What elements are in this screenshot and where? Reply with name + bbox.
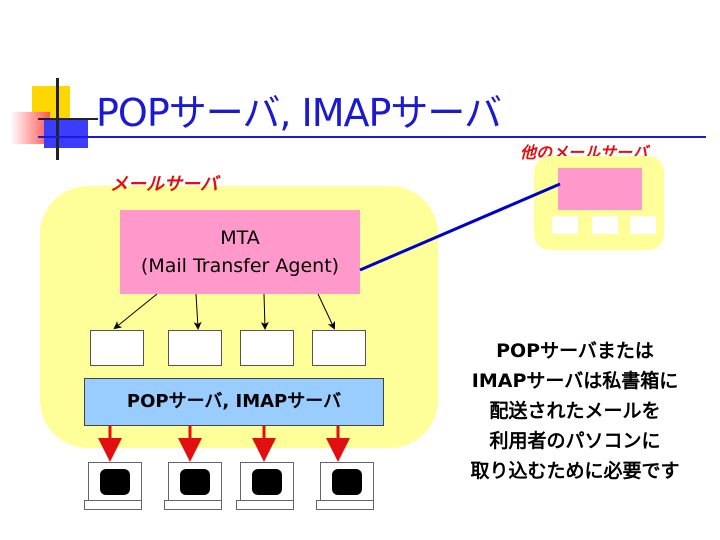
- mta-to-other-server-link: [359, 182, 561, 272]
- description-line: 配送されたメールを: [489, 400, 661, 422]
- mailbox: [168, 330, 222, 366]
- other-server-box: [552, 216, 578, 234]
- mailbox: [312, 330, 366, 366]
- other-server-box: [630, 216, 656, 234]
- mta-to-mailbox-arrow: [260, 293, 269, 330]
- title-underline: [38, 136, 706, 138]
- mta-title: MTA: [220, 227, 260, 249]
- pop-imap-server-box: POPサーバ, IMAPサーバ: [84, 378, 384, 426]
- other-server-box: [592, 216, 618, 234]
- description-line: 利用者のパソコンに: [489, 430, 661, 452]
- other-mail-server: [534, 156, 664, 250]
- mta-box: MTA (Mail Transfer Agent): [120, 210, 360, 294]
- other-server-mta: [558, 168, 642, 210]
- mta-to-mailbox-arrow: [317, 293, 336, 330]
- description-text: POPサーバまたは IMAPサーバは私書箱に 配送されたメールを 利用者のパソコ…: [430, 336, 720, 486]
- description-line: 取り込むために必要です: [470, 460, 680, 482]
- mailbox: [90, 330, 144, 366]
- mailbox: [240, 330, 294, 366]
- mail-server-label: メールサーバ: [110, 174, 218, 195]
- mta-to-mailbox-arrow: [193, 293, 202, 330]
- mta-to-mailbox-arrow: [113, 293, 158, 330]
- description-line: IMAPサーバは私書箱に: [471, 370, 679, 392]
- slide-title: POPサーバ, IMAPサーバ: [96, 91, 502, 135]
- description-line: POPサーバまたは: [496, 340, 654, 362]
- mta-subtitle: (Mail Transfer Agent): [140, 255, 340, 277]
